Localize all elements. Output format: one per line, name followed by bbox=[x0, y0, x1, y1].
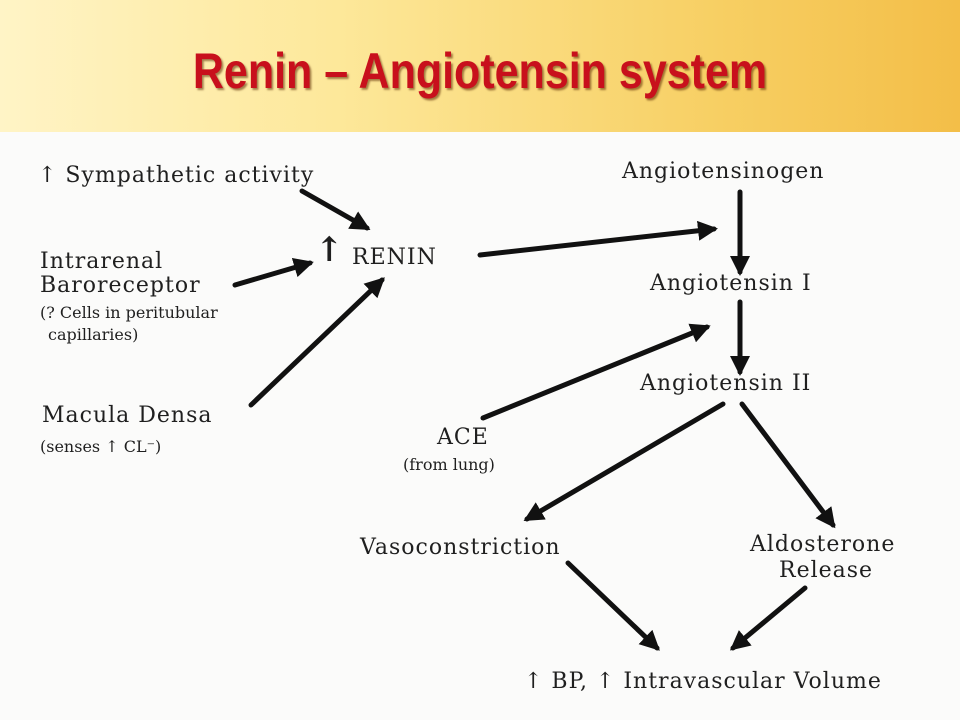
arrow-layer bbox=[232, 188, 836, 651]
slide-title: Renin – Angiotensin system bbox=[192, 43, 768, 99]
macula-densa-label: Macula Densa bbox=[42, 403, 213, 428]
baroreceptor-note-line1: (? Cells in peritubular bbox=[40, 303, 218, 322]
arrow-vasoconstriction-to-outcome bbox=[565, 560, 660, 651]
baroreceptor-label: Baroreceptor bbox=[40, 273, 201, 298]
angiotensinogen-label: Angiotensinogen bbox=[622, 159, 825, 184]
arrow-ace-to-angiotensin1 bbox=[480, 323, 711, 421]
renin-angiotensin-diagram: ↑ Sympathetic activity Intrarenal Barore… bbox=[0, 132, 960, 720]
arrow-renin-to-angiotensinogen bbox=[477, 220, 718, 258]
arrow-angiotensin2-to-aldosterone bbox=[739, 401, 836, 529]
angiotensin-2-label: Angiotensin II bbox=[640, 371, 812, 396]
baroreceptor-note-line2: capillaries) bbox=[48, 325, 139, 344]
vasoconstriction-label: Vasoconstriction bbox=[360, 535, 561, 560]
arrow-aldosterone-to-outcome bbox=[729, 585, 808, 651]
release-label: Release bbox=[779, 558, 874, 583]
renin-label: RENIN bbox=[352, 245, 437, 270]
aldosterone-label: Aldosterone bbox=[750, 532, 896, 557]
macula-densa-note: (senses ↑ CL⁻) bbox=[40, 437, 162, 456]
sympathetic-activity-label: ↑ Sympathetic activity bbox=[38, 163, 315, 188]
title-banner: Renin – Angiotensin system bbox=[0, 0, 960, 132]
outcome-label: ↑ BP, ↑ Intravascular Volume bbox=[524, 669, 882, 694]
ace-note: (from lung) bbox=[403, 455, 495, 474]
intrarenal-label: Intrarenal bbox=[40, 249, 164, 274]
arrow-angiotensin2-to-vasoconstriction bbox=[523, 401, 726, 522]
renin-increase-arrow: ↑ bbox=[315, 230, 344, 270]
arrow-baroreceptor-to-renin bbox=[232, 257, 314, 288]
arrow-sympathetic-to-renin bbox=[299, 188, 371, 231]
ace-label: ACE bbox=[437, 425, 489, 450]
angiotensin-1-label: Angiotensin I bbox=[650, 271, 812, 296]
arrow-macula-densa-to-renin bbox=[248, 277, 385, 408]
